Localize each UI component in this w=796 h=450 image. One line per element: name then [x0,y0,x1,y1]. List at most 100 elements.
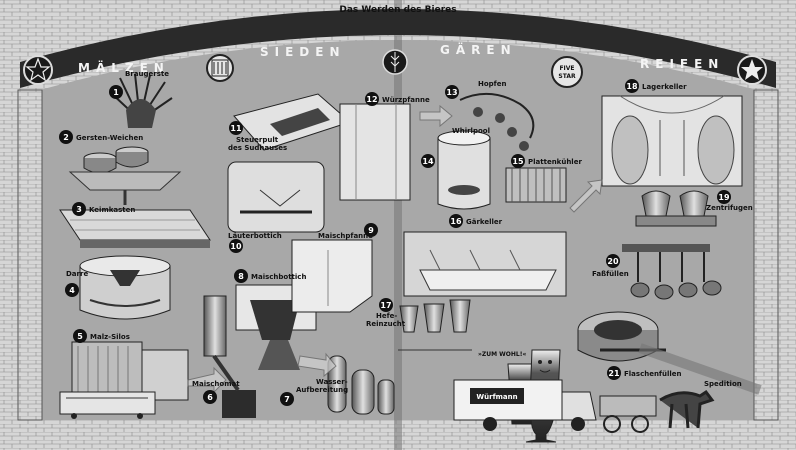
truck-logo-text: Würfmann [476,393,517,401]
label-lagerkeller: Lagerkeller [642,83,687,91]
step-number-18: 18 [625,79,639,93]
svg-text:FIVE: FIVE [559,65,574,72]
label-darre: Darre [66,270,88,278]
svg-text:6: 6 [207,393,213,402]
yeast-culture-tanks [398,299,472,351]
label-malz-silos: Malz-Silos [90,333,130,341]
label-wasser: Wasser- [316,378,348,386]
svg-text:4: 4 [69,286,75,295]
step-number-7: 7 [280,392,294,406]
banner-arch [20,9,776,88]
label-maischomat: Maischomat [192,380,240,388]
steeping-tanks [68,146,182,205]
svg-text:5: 5 [77,332,83,341]
centrifuges [635,190,717,227]
svg-text:17: 17 [380,301,391,310]
keg-filling [622,244,722,300]
svg-text:21: 21 [608,369,620,378]
banner-sieden: SIEDEN [260,45,346,59]
malt-silos [59,341,189,419]
label-hopfen: Hopfen [478,80,506,88]
step-number-5: 5 [73,329,87,343]
svg-text:13: 13 [446,88,457,97]
label-flaschenfuellen: Flaschenfüllen [624,370,682,378]
mash-machine [203,295,256,418]
banner-gaeren: GÄREN [440,42,517,57]
banner-reifen: REIFEN [640,57,724,71]
svg-text:10: 10 [230,242,242,251]
brewery-crest-emblem [206,54,234,82]
wheat-emblem [382,49,408,75]
svg-text:3: 3 [76,205,82,214]
water-treatment-tanks [327,355,395,415]
svg-text:9: 9 [368,226,374,235]
step-number-17: 17 [379,298,393,312]
star-emblem-left [23,55,53,85]
label-braugerste: Braugerste [125,70,169,78]
fermentation-cellar [403,231,567,297]
whirlpool-tank [437,130,491,210]
svg-text:12: 12 [366,95,377,104]
label-steuerpult: Steuerpult [236,136,279,144]
svg-text:14: 14 [422,157,434,166]
step-number-2: 2 [59,130,73,144]
step-number-10: 10 [229,239,243,253]
flow-arrows [187,104,603,394]
plate-cooler [505,167,567,203]
horse-drawn-cart [599,389,715,433]
label-hefe: Hefe- [376,312,397,320]
step-number-19: 19 [717,190,731,204]
wort-kettle [339,103,411,201]
svg-text:2: 2 [63,133,69,142]
step-number-12: 12 [365,92,379,106]
lagering-cellar [601,95,743,187]
label-maischpfanne: Maischpfanne [318,232,373,240]
step-number-3: 3 [72,202,86,216]
lauter-tun [227,161,325,233]
label-laeuterbottich: Läuterbottich [228,232,282,240]
step-number-13: 13 [445,85,459,99]
svg-text:20: 20 [607,257,619,266]
svg-text:8: 8 [238,272,244,281]
kiln [79,255,171,320]
label-spedition: Spedition [704,380,742,388]
label-des-sudhauses: des Sudhauses [228,144,287,152]
svg-text:16: 16 [450,217,462,226]
step-number-14: 14 [421,154,435,168]
label-reinzucht: Reinzucht [366,320,406,328]
svg-text:1: 1 [113,88,119,97]
step-number-1: 1 [109,85,123,99]
five-star-emblem: FIVE STAR [551,56,583,88]
step-number-21: 21 [607,366,621,380]
label-maischbottich: Maischbottich [251,273,306,281]
page-fold [394,0,402,450]
step-number-6: 6 [203,390,217,404]
label-gaerkeller: Gärkeller [466,218,503,226]
barley-sheaf [109,73,173,128]
svg-text:STAR: STAR [558,73,576,80]
label-plattenkuehler: Plattenkühler [528,158,582,166]
step-number-16: 16 [449,214,463,228]
label-keimkasten: Keimkasten [89,206,135,214]
step-number-11: 11 [229,121,243,135]
label-zentrifugen: Zentrifugen [706,204,753,212]
step-numbers: 1 2 3 4 5 6 7 8 9 10 11 12 13 14 15 16 1… [59,79,731,406]
label-aufbereitung: Aufbereitung [296,386,348,394]
hop-vine [459,92,535,151]
step-number-4: 4 [65,283,79,297]
step-number-9: 9 [364,223,378,237]
step-number-8: 8 [234,269,248,283]
label-zum-wohl: »ZUM WOHL!« [478,351,526,358]
left-pillar [17,89,43,421]
banner-maelzen: MÄLZEN [78,60,170,75]
mash-kettle [291,239,373,313]
svg-text:15: 15 [512,157,524,166]
svg-text:7: 7 [284,395,290,404]
mash-tun [235,284,317,370]
page-title: Das Werden des Bieres [339,5,456,15]
conveyor-track [638,343,762,395]
step-number-15: 15 [511,154,525,168]
svg-text:18: 18 [626,82,638,91]
